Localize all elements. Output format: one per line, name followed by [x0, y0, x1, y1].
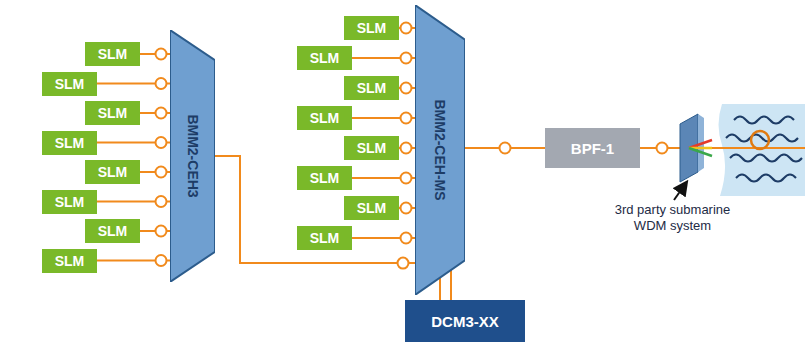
- slm-box: SLM: [297, 46, 352, 70]
- dcm-box: DCM3-XX: [405, 300, 525, 342]
- box-label: SLM: [310, 110, 340, 126]
- slm-box: SLM: [42, 249, 97, 273]
- box-label: SLM: [357, 200, 387, 216]
- slm-box: SLM: [344, 16, 399, 40]
- wdm-rays: [689, 140, 712, 156]
- box-label: BPF-1: [571, 140, 614, 157]
- mux-trapezoid: BMM2-CEH3: [170, 30, 215, 282]
- fiber-connector: [401, 23, 412, 34]
- slm-box: SLM: [42, 131, 97, 155]
- slm-box: SLM: [42, 72, 97, 96]
- slm-box: SLM: [297, 226, 352, 250]
- mux-trapezoid: BMM2-CEH-MS: [415, 5, 465, 295]
- box-label: SLM: [310, 230, 340, 246]
- box-label: SLM: [98, 164, 128, 180]
- sea-area: [719, 104, 805, 196]
- slm-box: SLM: [85, 219, 140, 243]
- slm-box: SLM: [85, 160, 140, 184]
- box-label: SLM: [98, 223, 128, 239]
- box-label: SLM: [98, 105, 128, 121]
- fiber-path: [439, 277, 441, 300]
- pointer-arrow: [674, 183, 686, 200]
- fiber-connector: [156, 108, 167, 119]
- filter-box: BPF-1: [545, 128, 640, 168]
- box-label: SLM: [55, 76, 85, 92]
- box-label: SLM: [310, 170, 340, 186]
- box-label: DCM3-XX: [431, 313, 499, 330]
- box-label: SLM: [357, 20, 387, 36]
- fiber-connector: [156, 137, 167, 148]
- slm-box: SLM: [42, 190, 97, 214]
- fiber-connector: [401, 83, 412, 94]
- mux-label: BMM2-CEH3: [185, 114, 201, 197]
- fiber-connector: [401, 143, 412, 154]
- cable-ring: [751, 131, 769, 149]
- fiber-path: [215, 156, 415, 263]
- box-label: SLM: [98, 46, 128, 62]
- note-label: 3rd party submarine WDM system: [600, 202, 745, 233]
- fiber-connector: [156, 78, 167, 89]
- fiber-connector: [156, 167, 167, 178]
- slm-box: SLM: [85, 42, 140, 66]
- fiber-connector: [156, 49, 167, 60]
- slm-box: SLM: [297, 106, 352, 130]
- box-label: SLM: [55, 253, 85, 269]
- fiber-connector-line: [451, 269, 452, 300]
- fiber-connector: [156, 226, 167, 237]
- fiber-connector: [401, 173, 412, 184]
- fiber-connector: [657, 143, 668, 154]
- box-label: SLM: [357, 80, 387, 96]
- slm-box: SLM: [344, 136, 399, 160]
- fiber-connector: [401, 113, 412, 124]
- fiber-connector: [500, 143, 511, 154]
- fiber-connector: [398, 258, 409, 269]
- box-label: SLM: [310, 50, 340, 66]
- fiber-connector: [156, 255, 167, 266]
- slm-box: SLM: [344, 196, 399, 220]
- box-label: SLM: [55, 135, 85, 151]
- fiber-connector-line: [440, 277, 441, 300]
- fiber-path: [450, 269, 452, 300]
- fiber-connector: [401, 233, 412, 244]
- slm-box: SLM: [297, 166, 352, 190]
- slm-box: SLM: [85, 101, 140, 125]
- box-label: SLM: [357, 140, 387, 156]
- fiber-connector: [401, 53, 412, 64]
- box-label: SLM: [55, 194, 85, 210]
- fiber-connector: [401, 203, 412, 214]
- mux-label: BMM2-CEH-MS: [432, 99, 448, 200]
- fiber-connector: [156, 196, 167, 207]
- slm-box: SLM: [344, 76, 399, 100]
- fiber-connector-line: [215, 156, 415, 263]
